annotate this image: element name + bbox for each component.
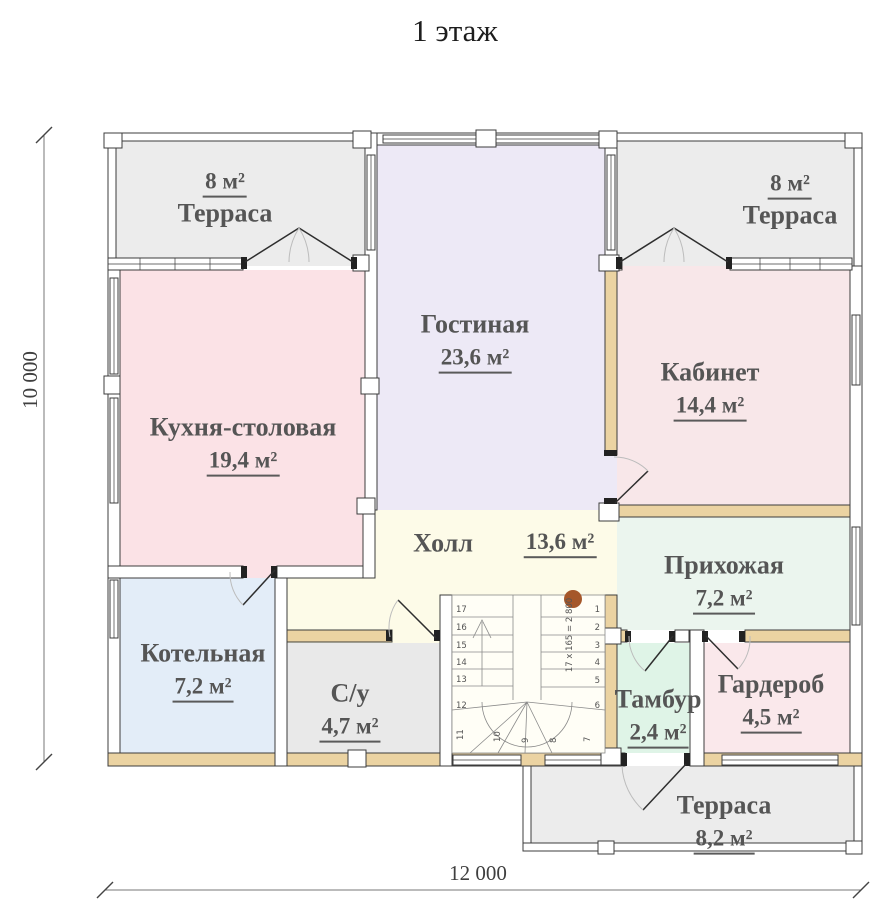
name-hall: Холл xyxy=(413,528,473,558)
area-terrace-top-left: 8 м² xyxy=(203,168,247,198)
label-terrace-bottom: Терраса 8,2 м² xyxy=(676,790,772,855)
name-entry-hall: Прихожая xyxy=(664,550,784,580)
area-bathroom: 4,7 м² xyxy=(319,713,381,743)
name-bathroom: С/у xyxy=(330,678,370,708)
room-terrace-top-right xyxy=(617,137,854,266)
door-entry-wardrobe xyxy=(702,631,751,670)
step-17: 17 xyxy=(456,605,467,615)
page-title: 1 этаж xyxy=(412,13,498,48)
area-terrace-top-right: 8 м² xyxy=(768,170,812,200)
step-2: 2 xyxy=(595,623,600,633)
step-16: 16 xyxy=(456,623,467,633)
name-terrace-top-right: Терраса xyxy=(742,200,838,230)
name-terrace-top-left: Терраса xyxy=(177,198,273,228)
step-15: 15 xyxy=(456,641,467,651)
room-entry-hall xyxy=(617,517,850,630)
door-tambour-terrace xyxy=(621,753,690,811)
area-living: 23,6 м² xyxy=(438,344,512,374)
label-bathroom: С/у 4,7 м² xyxy=(319,678,381,743)
area-boiler: 7,2 м² xyxy=(172,673,234,703)
area-tambour: 2,4 м² xyxy=(627,719,689,749)
label-hall: Холл xyxy=(413,527,473,558)
label-entry-hall: Прихожая 7,2 м² xyxy=(664,550,784,615)
room-terrace-bottom xyxy=(531,766,854,843)
doors xyxy=(229,227,751,811)
room-bathroom xyxy=(287,643,440,753)
door-kitchen-terrace xyxy=(241,227,357,269)
room-terrace-top-left xyxy=(116,137,365,266)
room-kitchen xyxy=(120,270,375,578)
step-9: 9 xyxy=(521,738,531,743)
staircase: 17 16 15 14 13 12 1 2 3 4 5 6 11 10 9 8 … xyxy=(451,590,606,754)
area-entry-hall: 7,2 м² xyxy=(693,585,755,615)
area-wardrobe: 4,5 м² xyxy=(740,704,802,734)
dimension-horizontal: 12 000 xyxy=(96,861,870,899)
door-living-office xyxy=(604,450,649,504)
label-tambour: Тамбур 2,4 м² xyxy=(614,684,702,749)
door-hall-bathroom xyxy=(386,599,440,641)
area-office: 14,4 м² xyxy=(673,392,747,422)
label-terrace-top-right: 8 м² Терраса xyxy=(743,166,838,231)
interior-walls xyxy=(107,269,851,767)
step-12: 12 xyxy=(456,701,467,711)
step-11: 11 xyxy=(456,729,466,740)
step-1: 1 xyxy=(595,605,600,615)
room-living xyxy=(365,133,617,510)
name-kitchen: Кухня-столовая xyxy=(149,412,337,442)
stairs-formula: 17 x 165 = 2 800 xyxy=(565,598,575,672)
room-wardrobe xyxy=(704,643,850,753)
step-10: 10 xyxy=(493,731,503,742)
door-kitchen-boiler xyxy=(229,566,277,606)
label-boiler: Котельная 7,2 м² xyxy=(140,638,266,703)
label-hall-area: 13,6 м² xyxy=(523,524,597,558)
name-terrace-bottom: Терраса xyxy=(676,790,772,820)
dimension-width-label: 12 000 xyxy=(449,861,507,885)
door-entry-tambour xyxy=(625,631,675,672)
step-8: 8 xyxy=(549,738,559,743)
room-boiler xyxy=(120,578,275,753)
dimension-height-label: 10 000 xyxy=(18,351,42,409)
step-13: 13 xyxy=(456,675,467,685)
room-office xyxy=(617,266,850,517)
label-kitchen: Кухня-столовая 19,4 м² xyxy=(149,412,337,477)
area-hall: 13,6 м² xyxy=(523,528,597,558)
door-office-terrace xyxy=(616,227,732,269)
name-boiler: Котельная xyxy=(140,638,266,668)
label-wardrobe: Гардероб 4,5 м² xyxy=(717,669,825,734)
name-office: Кабинет xyxy=(660,357,760,387)
name-wardrobe: Гардероб xyxy=(717,669,825,699)
step-14: 14 xyxy=(456,658,467,668)
stairs-start-marker xyxy=(564,590,582,608)
dimension-vertical: 10 000 xyxy=(18,126,53,771)
area-kitchen: 19,4 м² xyxy=(206,447,280,477)
name-living: Гостиная xyxy=(420,309,530,339)
label-terrace-top-left: 8 м² Терраса xyxy=(178,164,273,229)
step-6: 6 xyxy=(595,701,600,711)
step-5: 5 xyxy=(595,676,600,686)
area-terrace-bottom: 8,2 м² xyxy=(693,825,755,855)
step-4: 4 xyxy=(595,658,600,668)
label-office: Кабинет 14,4 м² xyxy=(660,357,760,422)
stairs-direction-arrow xyxy=(472,619,492,686)
name-tambour: Тамбур xyxy=(614,684,702,714)
wall-posts xyxy=(103,129,863,855)
label-living: Гостиная 23,6 м² xyxy=(420,309,530,374)
step-3: 3 xyxy=(595,641,600,651)
step-7: 7 xyxy=(583,737,593,742)
